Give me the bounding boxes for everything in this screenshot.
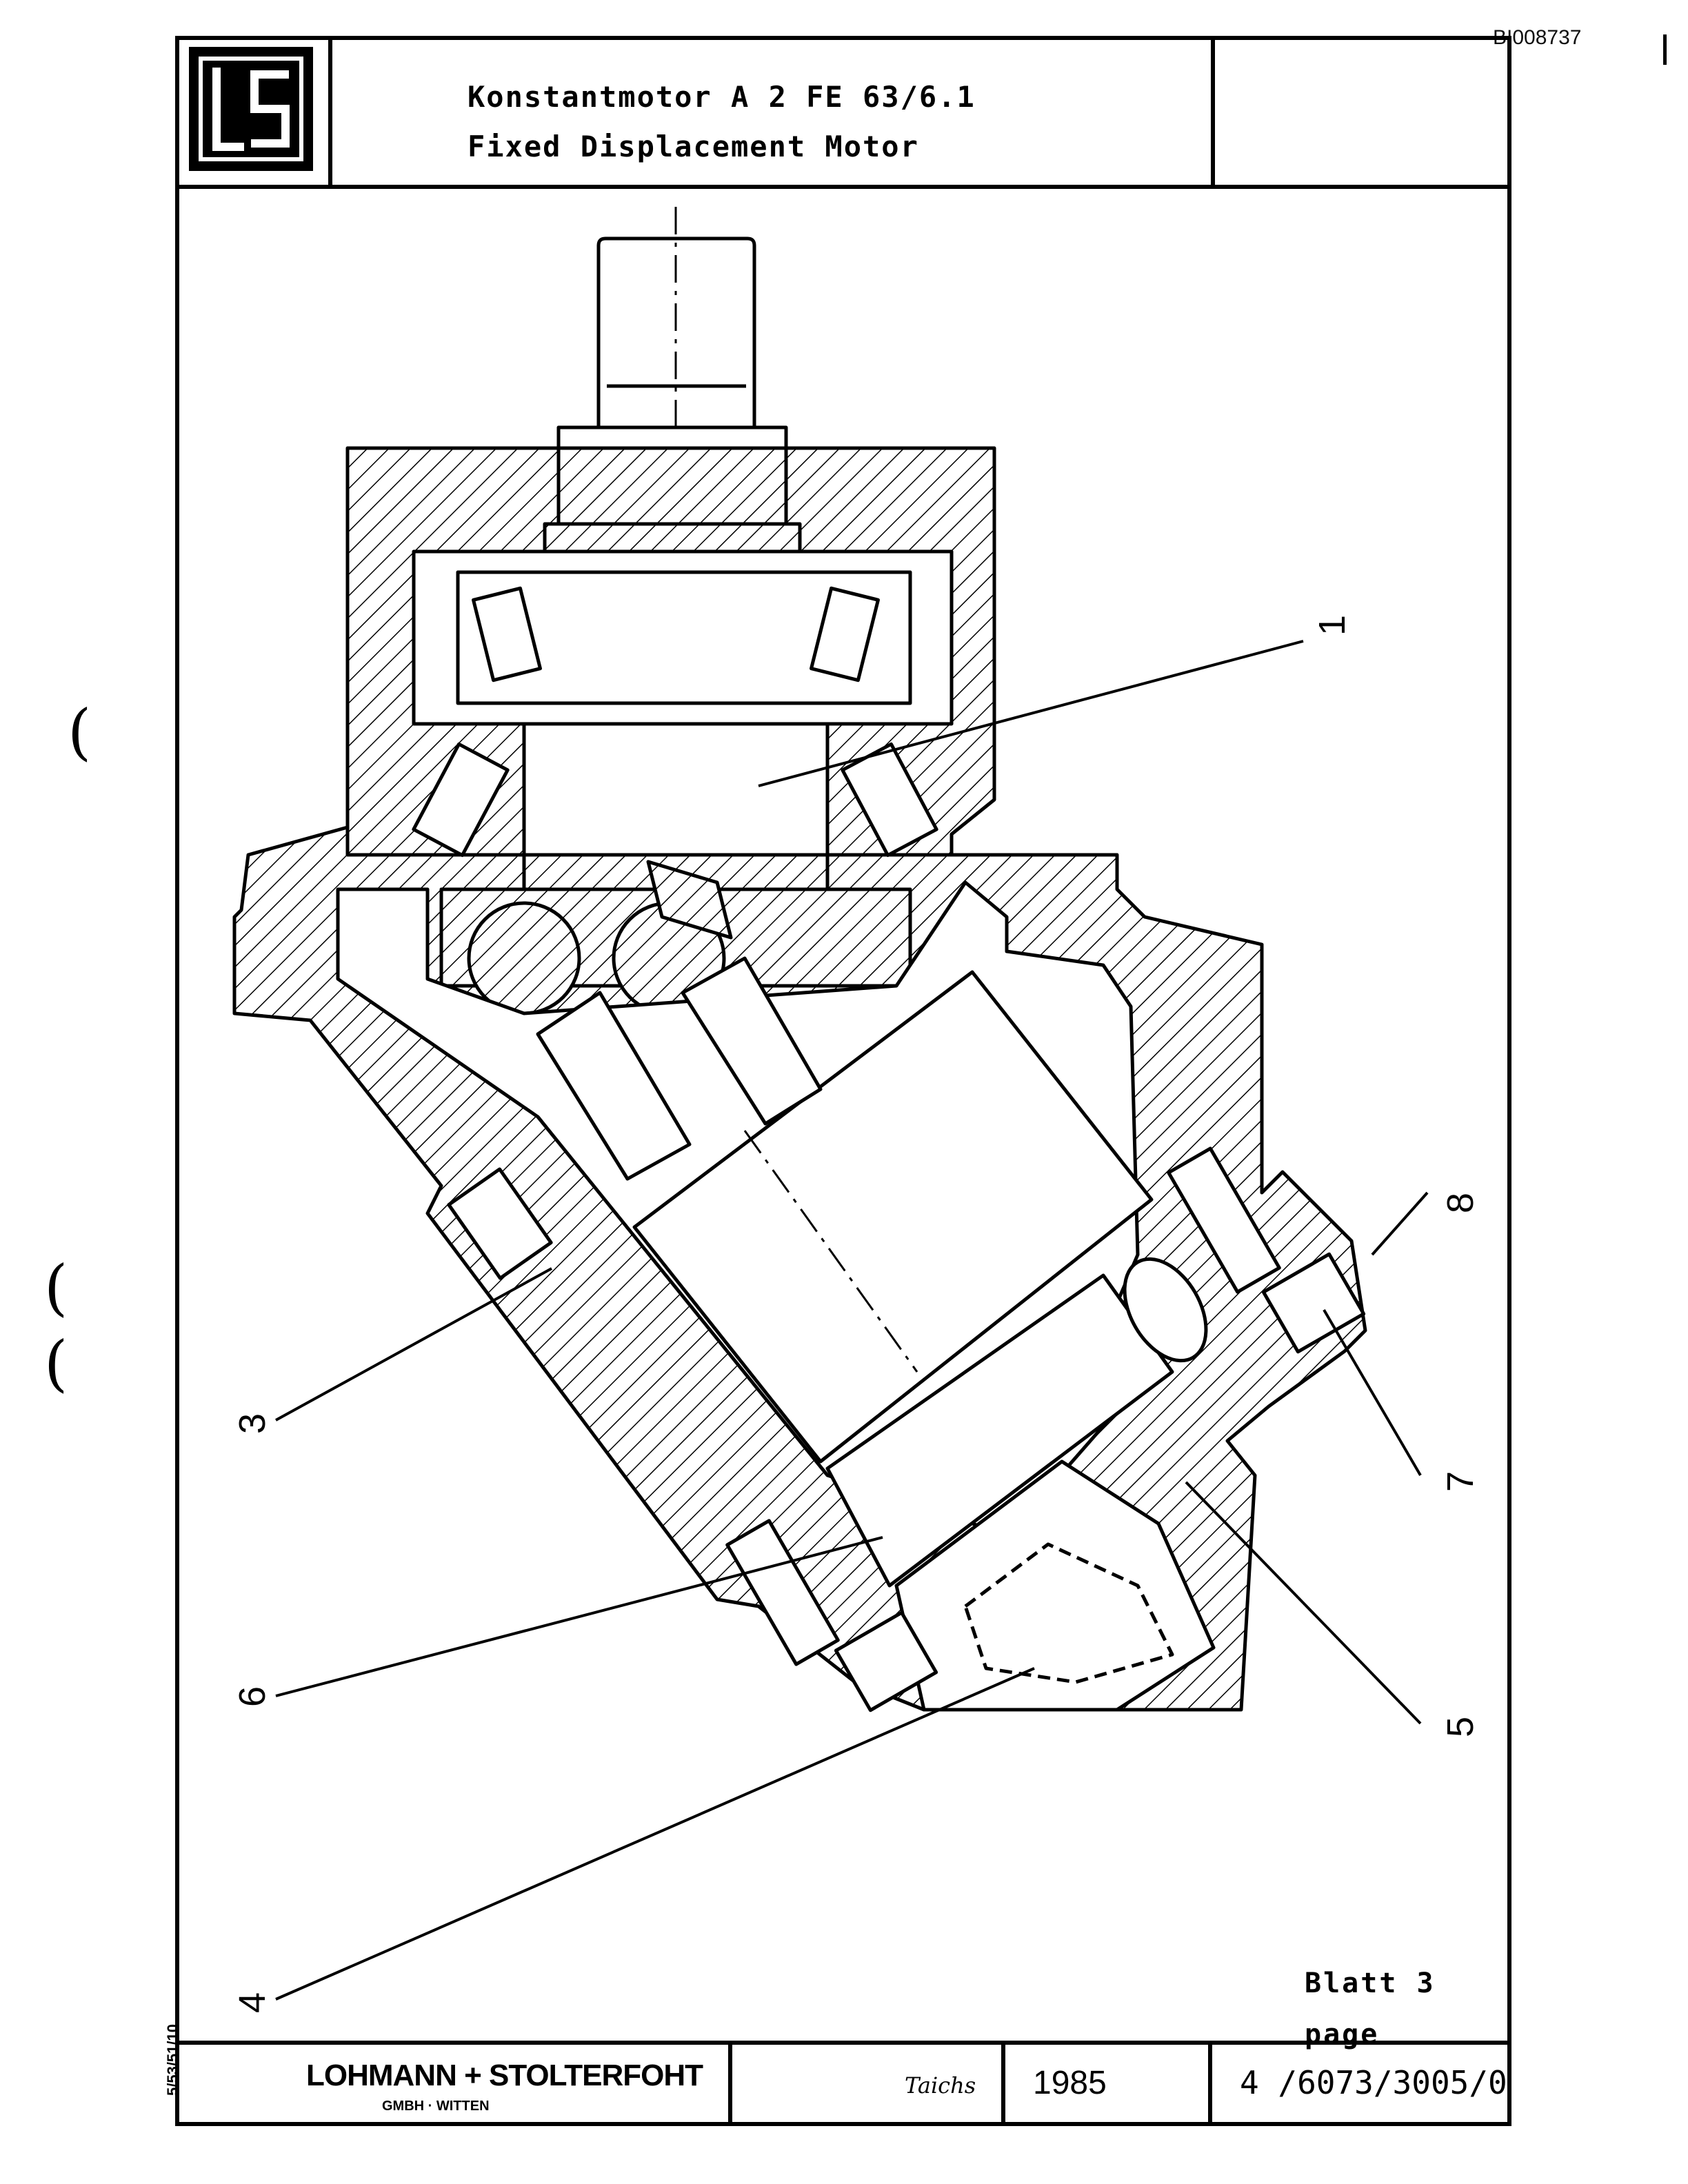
sheet-label-en: page [1305, 2019, 1380, 2050]
callout-1: 1 [1312, 615, 1353, 636]
callout-5: 5 [1440, 1717, 1481, 1737]
title-block: Konstantmotor A 2 FE 63/6.1 Fixed Displa… [175, 36, 1511, 189]
edge-mark [1663, 34, 1667, 65]
title-german: Konstantmotor A 2 FE 63/6.1 [468, 80, 976, 114]
drawing-number-cell: 4 /6073/3005/0 [1212, 2045, 1507, 2126]
drawing-number: 4 /6073/3005/0 [1240, 2064, 1507, 2101]
title-english: Fixed Displacement Motor [468, 130, 919, 163]
callout-7: 7 [1440, 1471, 1481, 1492]
year: 1985 [1033, 2065, 1107, 2101]
punch-hole-mark: ( [44, 1252, 68, 1323]
company-location: GMBH · WITTEN [382, 2099, 490, 2114]
callout-6: 6 [232, 1686, 273, 1707]
company-cell: LOHMANN + STOLTERFOHT GMBH · WITTEN [175, 2045, 732, 2126]
signature: Taichs [905, 2072, 976, 2099]
drawing-frame [175, 36, 1511, 2126]
logo-cell [175, 36, 332, 185]
sheet-label: Blatt 3 [1305, 1968, 1436, 1999]
callout-3: 3 [232, 1413, 273, 1434]
company-name: LOHMANN + STOLTERFOHT [306, 2059, 703, 2092]
signature-cell: Taichs [732, 2045, 1005, 2126]
punch-hole-mark: ( [68, 696, 92, 767]
punch-hole-mark: ( [44, 1328, 68, 1399]
year-cell: 1985 [1005, 2045, 1212, 2126]
company-logo [189, 47, 313, 171]
footer-block: LOHMANN + STOLTERFOHT GMBH · WITTEN Taic… [175, 2041, 1511, 2126]
callout-8: 8 [1440, 1193, 1481, 1213]
callout-4: 4 [232, 1992, 273, 2013]
title-cell: Konstantmotor A 2 FE 63/6.1 Fixed Displa… [332, 36, 1215, 185]
